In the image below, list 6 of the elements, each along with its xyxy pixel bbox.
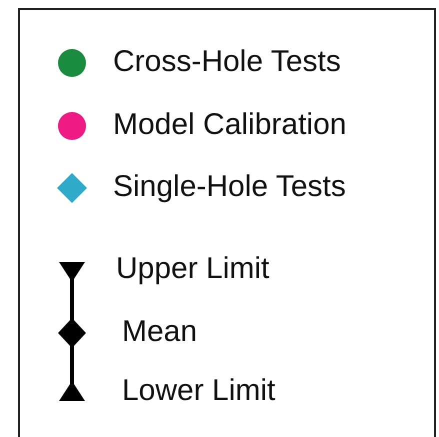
- legend-label: Upper Limit: [116, 254, 270, 284]
- legend-label: Model Calibration: [113, 110, 346, 140]
- legend-label: Single-Hole Tests: [113, 172, 346, 202]
- legend-label: Lower Limit: [122, 376, 276, 406]
- legend-label: Mean: [122, 317, 198, 347]
- legend-label: Cross-Hole Tests: [113, 47, 341, 77]
